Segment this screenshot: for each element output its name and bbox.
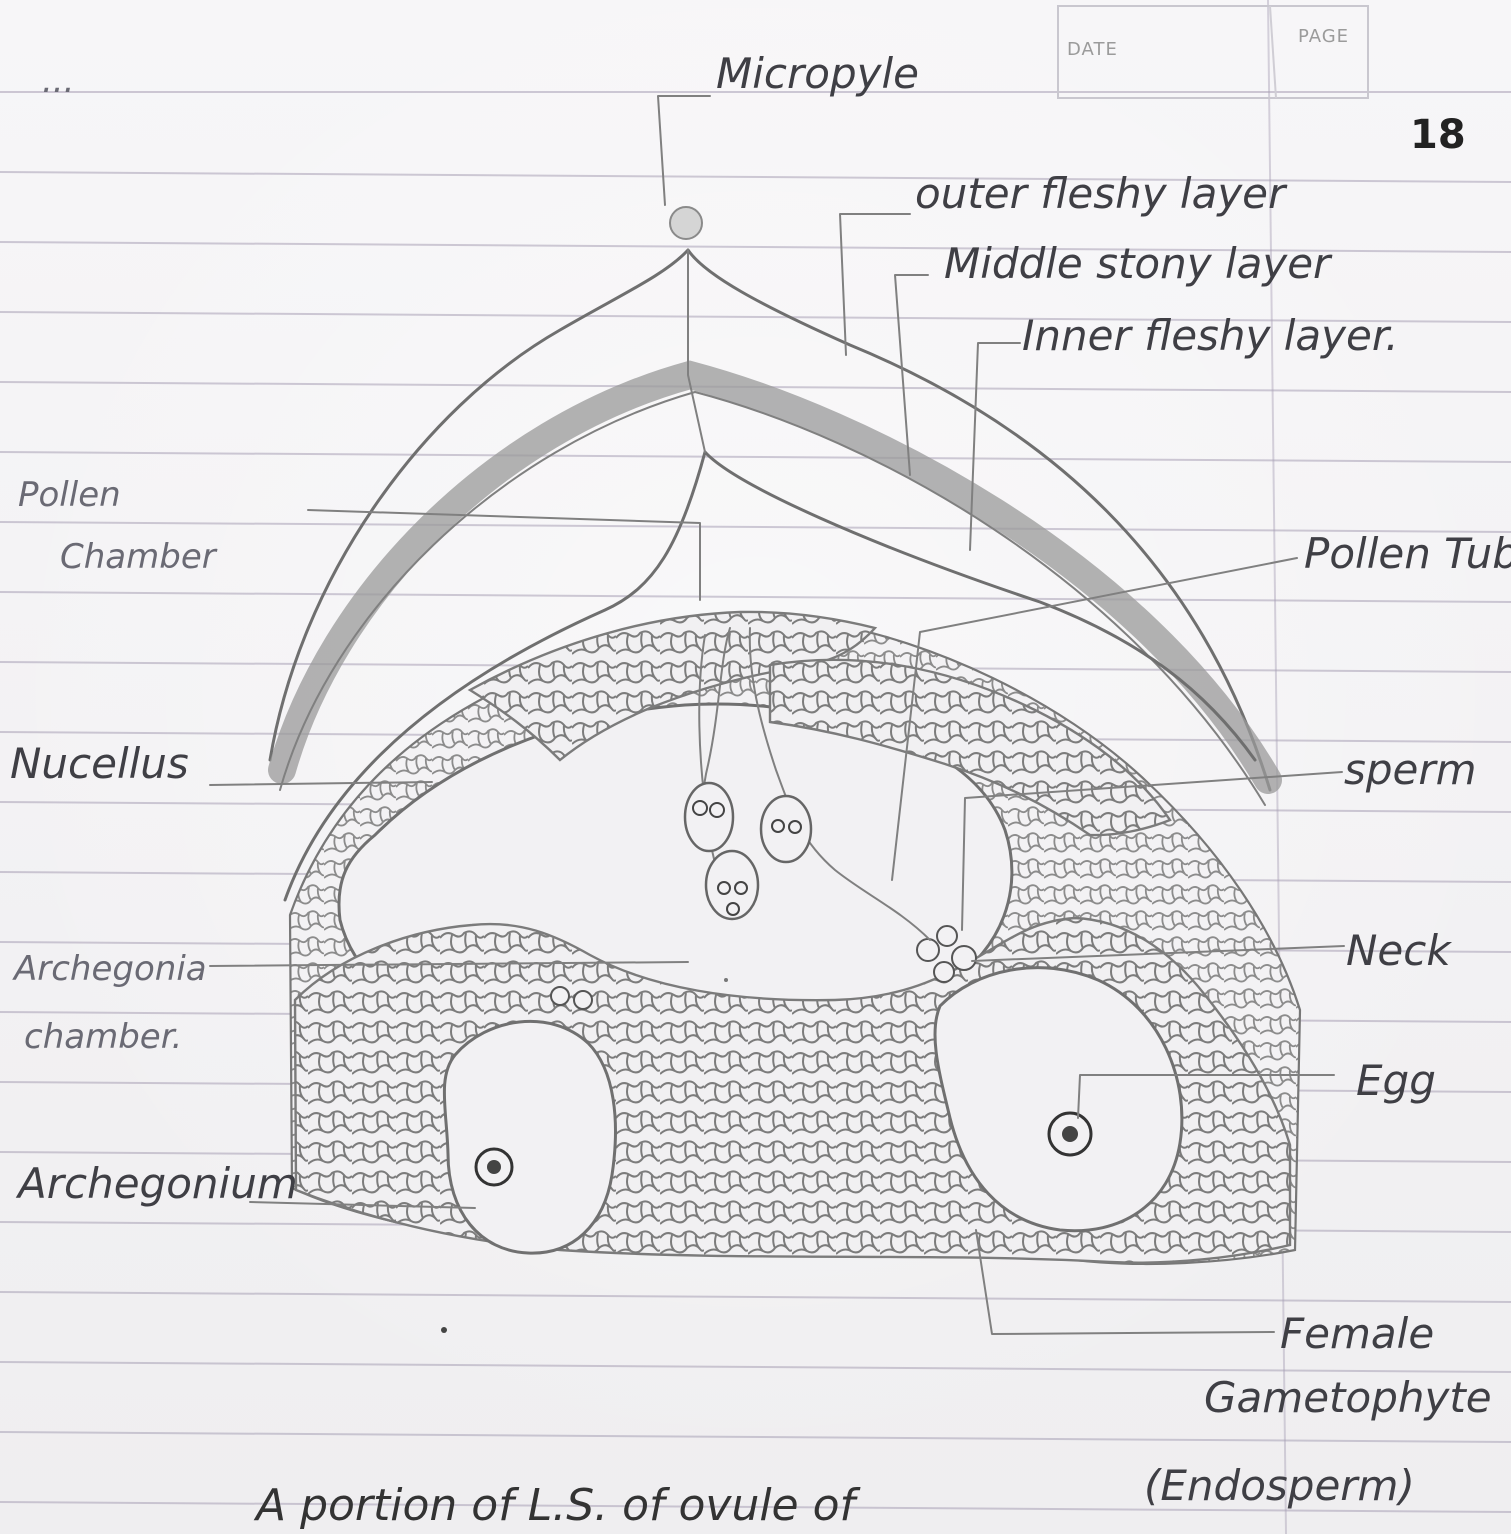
- egg-right-nucleus: [1062, 1126, 1078, 1142]
- stray-mark: [441, 1327, 447, 1333]
- neck-cell: [574, 991, 592, 1009]
- label-outer-fleshy-layer: outer fleshy layer: [915, 169, 1288, 218]
- neck-cell: [551, 987, 569, 1005]
- label-pollen-chamber-line-1: Pollen: [18, 475, 121, 515]
- neck-cell: [934, 962, 954, 982]
- label-female-gametophyte-line-1: Female: [1280, 1309, 1434, 1358]
- label-female-gametophyte-line-3: (Endosperm): [1144, 1461, 1415, 1510]
- label-pollen-tube: Pollen Tube: [1304, 529, 1511, 578]
- label-sperm: sperm: [1344, 745, 1477, 794]
- label-nucellus: Nucellus: [10, 739, 189, 788]
- page-label: PAGE: [1298, 26, 1349, 47]
- label-archegonial-chamber-line-1: Archegonia: [12, 949, 207, 989]
- date-page-divider: [1270, 6, 1276, 98]
- pollen-tube-tip: [706, 851, 758, 919]
- label-middle-stony-layer: Middle stony layer: [944, 239, 1333, 288]
- label-archegonium: Archegonium: [15, 1159, 298, 1208]
- diagram-caption: A portion of L.S. of ovule of: [253, 1480, 862, 1531]
- stray-mark: [724, 978, 728, 982]
- top-mark: ...: [42, 61, 74, 101]
- pollen-tube-tip: [761, 796, 811, 862]
- micropyle-canal: [688, 250, 705, 452]
- rule-line: [0, 452, 1511, 462]
- label-female-gametophyte-line-2: Gametophyte: [1204, 1373, 1492, 1422]
- rule-line: [0, 522, 1511, 532]
- micropyle-leader: [658, 96, 710, 205]
- label-micropyle: Micropyle: [716, 49, 919, 98]
- pollen-tube-tip: [685, 783, 733, 851]
- page-number: 18: [1410, 112, 1466, 158]
- label-egg: Egg: [1356, 1056, 1436, 1105]
- label-neck: Neck: [1346, 926, 1452, 975]
- rule-line: [0, 592, 1511, 602]
- left-archegonium: [444, 1021, 615, 1253]
- rule-line: [0, 1292, 1511, 1302]
- neck-cell: [937, 926, 957, 946]
- label-archegonial-chamber-line-2: chamber.: [24, 1017, 182, 1057]
- micropyle-opening: [670, 207, 702, 239]
- label-inner-fleshy-layer: Inner fleshy layer.: [1022, 311, 1399, 360]
- egg-left-nucleus: [487, 1160, 501, 1174]
- label-pollen-chamber-line-2: Chamber: [60, 537, 218, 577]
- neck-cell: [952, 946, 976, 970]
- neck-cell: [917, 939, 939, 961]
- date-label: DATE: [1067, 39, 1118, 60]
